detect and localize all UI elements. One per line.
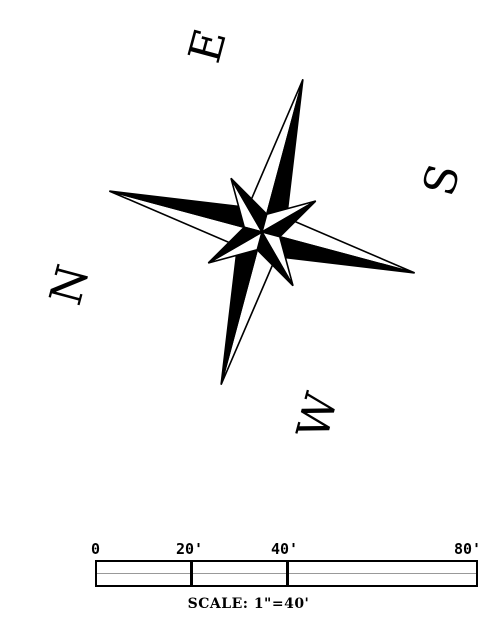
label-east: E (179, 24, 237, 68)
scale-bar (95, 560, 478, 587)
scale-tick-0: 0 (91, 540, 101, 558)
label-north: N (40, 260, 99, 310)
label-west: W (288, 387, 349, 445)
label-south: S (413, 159, 470, 201)
scale-divider-20 (190, 562, 193, 585)
minor-point-3-dark-half (207, 226, 265, 264)
scale-caption: SCALE: 1"=40' (187, 596, 310, 612)
scale-tick-40: 40' (271, 540, 299, 558)
compass-rose: E S N W (40, 24, 470, 445)
scale-bar-section: 0 20' 40' 80' SCALE: 1"=40' (0, 530, 497, 633)
scale-divider-40 (286, 562, 289, 585)
compass-star (109, 79, 415, 385)
scale-tick-80: 80' (454, 540, 482, 558)
scale-tick-20: 20' (176, 540, 204, 558)
